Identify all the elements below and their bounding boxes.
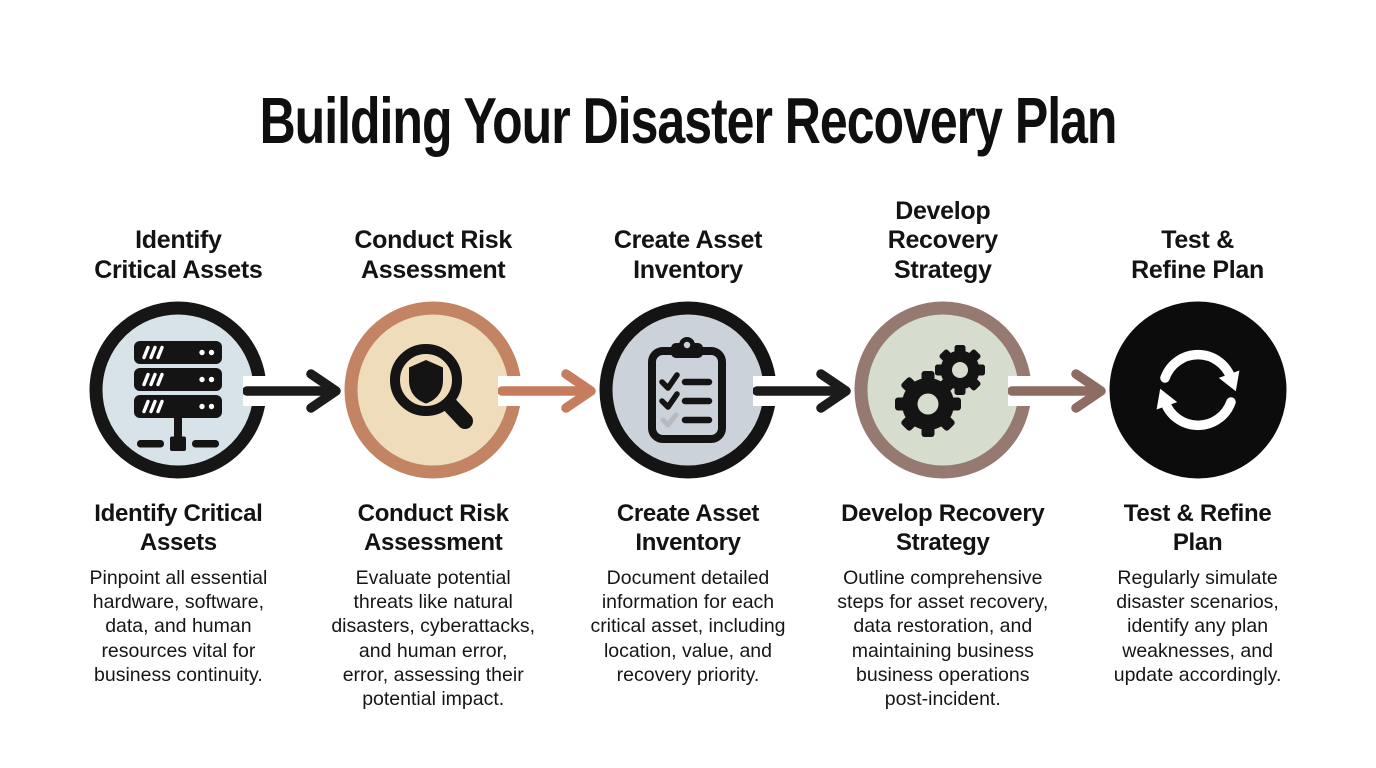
gears-icon	[894, 345, 985, 437]
server-rack-icon	[134, 341, 223, 451]
step-circle	[1109, 301, 1287, 479]
step-circle	[854, 301, 1032, 479]
clipboard-checklist-icon	[647, 337, 726, 443]
step-description: Pinpoint all essential hardware, softwar…	[89, 566, 268, 687]
step-description: Evaluate potential threats like natural …	[331, 566, 536, 711]
step-heading: Conduct Risk Assessment	[357, 500, 509, 557]
step-conduct-risk-assessment: Conduct Risk Assessment Conduct Risk Ass…	[306, 185, 561, 712]
step-description: Outline comprehensive steps for asset re…	[837, 566, 1049, 711]
step-top-heading: Develop Recovery Strategy	[887, 196, 998, 284]
step-heading: Create Asset Inventory	[616, 500, 760, 557]
page-title: Building Your Disaster Recovery Plan	[259, 83, 1118, 157]
step-circle-ring	[1109, 301, 1287, 479]
step-top-heading: Identify Critical Assets	[94, 226, 263, 284]
sync-arrows-icon	[1156, 349, 1239, 431]
step-identify-critical-assets: Identify Critical Assets	[51, 185, 306, 712]
arrow-right-icon	[498, 369, 596, 413]
step-develop-recovery-strategy: Develop Recovery Strategy	[815, 185, 1070, 712]
step-circle	[89, 301, 267, 479]
step-circle	[599, 301, 777, 479]
step-top-heading: Conduct Risk Assessment	[354, 226, 512, 284]
step-description: Document detailed information for each c…	[590, 566, 786, 687]
arrow-right-icon	[1008, 369, 1106, 413]
step-description: Regularly simulate disaster scenarios, i…	[1113, 566, 1282, 687]
step-heading: Identify Critical Assets	[94, 500, 263, 557]
arrow-right-icon	[753, 369, 851, 413]
steps-row: Identify Critical Assets	[51, 185, 1325, 712]
step-heading: Develop Recovery Strategy	[841, 500, 1045, 557]
step-heading: Test & Refine Plan	[1123, 500, 1272, 557]
step-test-refine-plan: Test & Refine Plan	[1070, 185, 1325, 712]
step-circle	[344, 301, 522, 479]
arrow-right-icon	[243, 369, 341, 413]
shield-magnifier-icon	[390, 344, 474, 429]
step-top-heading: Test & Refine Plan	[1131, 226, 1265, 284]
step-circle-ring	[599, 301, 777, 479]
step-create-asset-inventory: Create Asset Inventory	[561, 185, 816, 712]
step-top-heading: Create Asset Inventory	[613, 226, 763, 284]
